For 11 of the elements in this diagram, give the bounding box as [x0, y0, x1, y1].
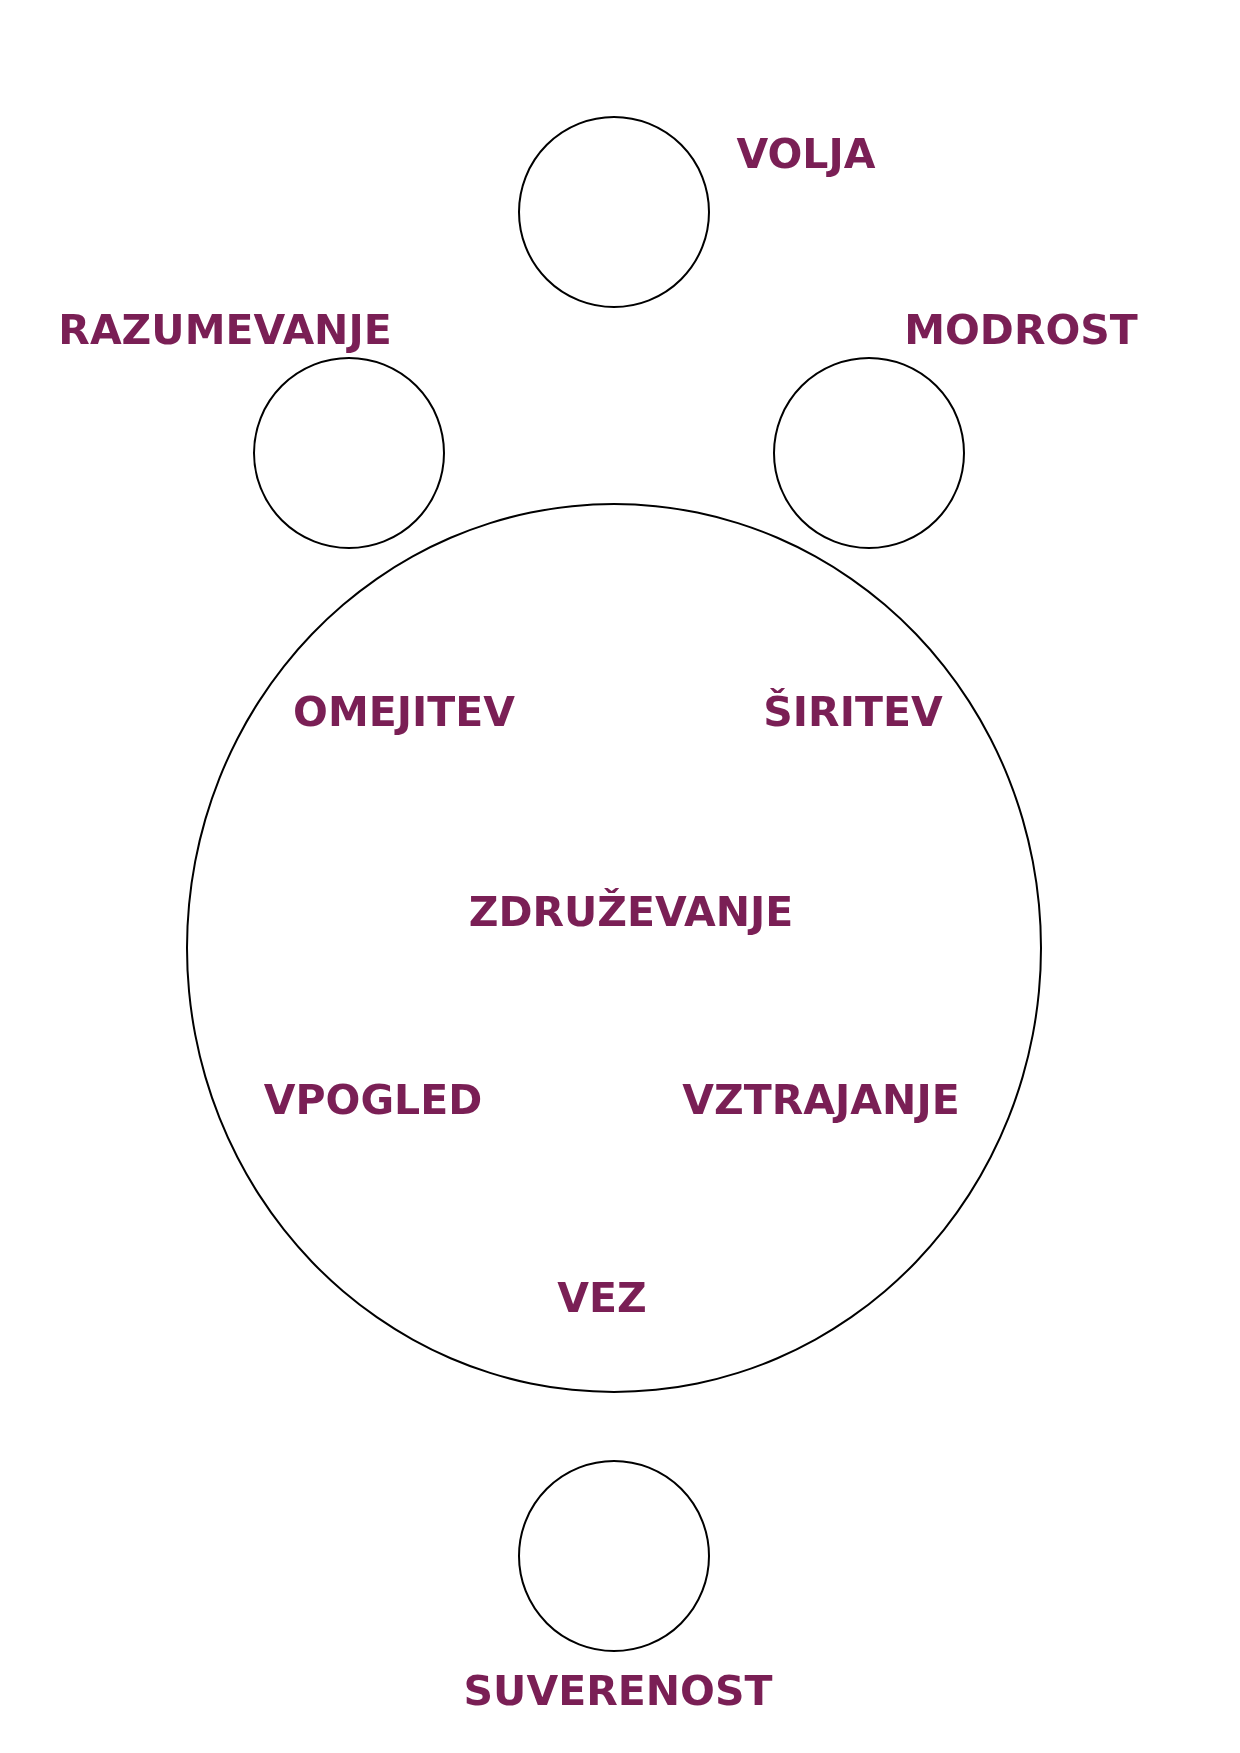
node-label: MODROST [904, 305, 1138, 357]
node-label: VPOGLED [263, 1075, 483, 1127]
node-label: VOLJA [736, 129, 876, 181]
node-label: SUVERENOST [463, 1666, 773, 1718]
node-label: OMEJITEV [293, 687, 515, 739]
node-label: ZDRUŽEVANJE [468, 887, 794, 939]
node-label: VEZ [557, 1273, 647, 1325]
node-label: ŠIRITEV [763, 687, 943, 739]
circle [186, 503, 1042, 1393]
node-label: VZTRAJANJE [682, 1075, 960, 1127]
node-label: RAZUMEVANJE [58, 305, 392, 357]
